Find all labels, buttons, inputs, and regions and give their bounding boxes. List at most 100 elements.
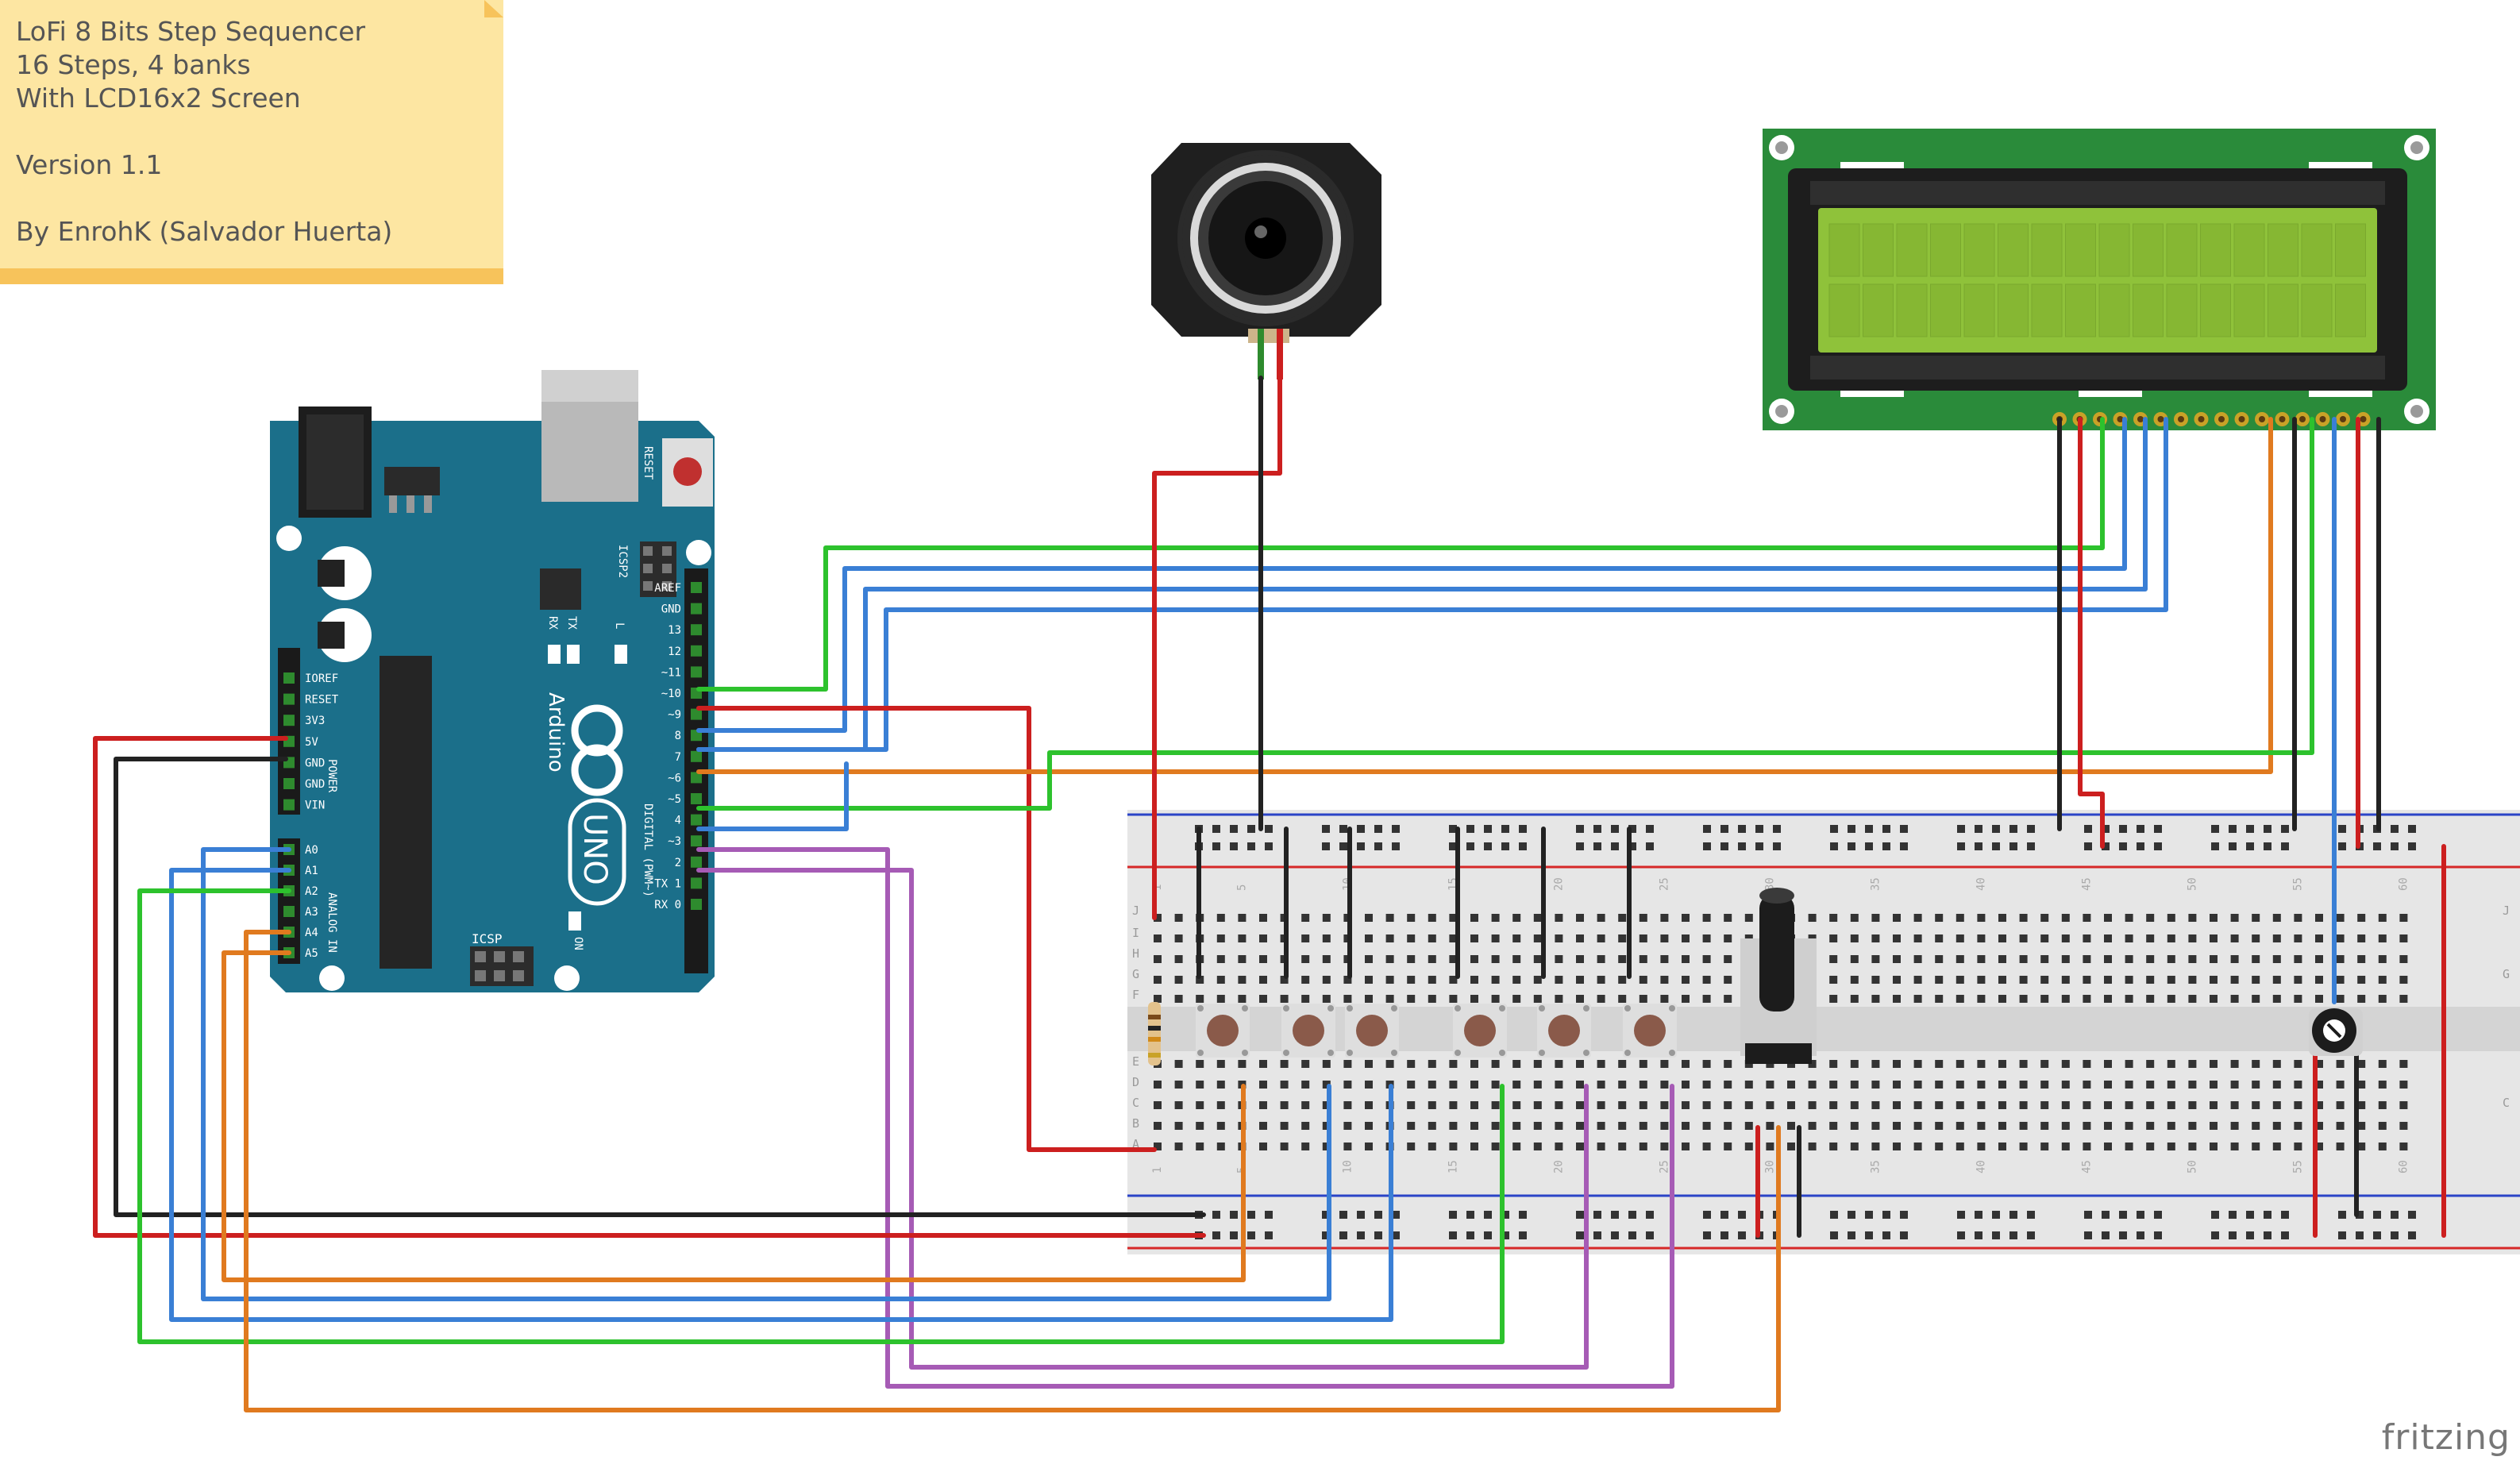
breadboard-hole	[1174, 1101, 1183, 1109]
breadboard-hole	[1956, 1122, 1964, 1130]
breadboard-hole	[1977, 914, 1986, 922]
breadboard-hole	[1893, 914, 1901, 922]
breadboard-hole	[1259, 955, 1267, 963]
breadboard-hole	[1322, 976, 1331, 984]
breadboard-hole	[1470, 955, 1478, 963]
breadboard-hole	[1618, 1081, 1627, 1089]
tx-led	[567, 645, 580, 664]
row-letter-c: C	[1132, 1096, 1139, 1110]
breadboard-hole	[2336, 1122, 2345, 1130]
rail-hole	[1374, 842, 1382, 850]
breadboard-hole	[1977, 934, 1986, 942]
breadboard-hole	[1512, 1101, 1521, 1109]
breadboard-hole	[1301, 914, 1310, 922]
breadboard-hole	[1174, 995, 1183, 1003]
breadboard-hole	[1238, 955, 1247, 963]
column-number: 20	[1552, 1160, 1565, 1173]
arduino-logo-text: Arduino	[544, 692, 568, 773]
rail-hole	[1392, 1231, 1400, 1239]
breadboard-hole	[1576, 934, 1584, 942]
breadboard-hole	[1259, 1101, 1267, 1109]
breadboard-hole	[1280, 1143, 1289, 1150]
wire-blue-d6-button	[696, 761, 849, 831]
breadboard-hole	[2378, 955, 2387, 963]
title-note: LoFi 8 Bits Step Sequencer 16 Steps, 4 b…	[0, 0, 503, 284]
breadboard-hole	[2378, 934, 2387, 942]
breadboard-hole	[1850, 976, 1859, 984]
rail-hole	[1339, 1211, 1347, 1219]
breadboard-components	[1148, 888, 2363, 1065]
breadboard-hole	[1174, 1081, 1183, 1089]
mount-hole-2	[686, 540, 711, 565]
rail-hole	[2281, 1211, 2289, 1219]
breadboard-hole	[2252, 1060, 2260, 1068]
resistor	[1148, 1002, 1161, 1065]
breadboard-hole	[2019, 1060, 2028, 1068]
breadboard-hole	[2357, 976, 2366, 984]
breadboard-hole	[1956, 1101, 1964, 1109]
breadboard-hole	[1829, 955, 1838, 963]
breadboard-hole	[1301, 934, 1310, 942]
breadboard-hole	[1787, 1101, 1795, 1109]
row-letter-j: J	[1132, 904, 1139, 918]
breadboard-hole	[2252, 1081, 2260, 1089]
breadboard-hole	[1512, 955, 1521, 963]
breadboard-hole	[2294, 914, 2302, 922]
breadboard-hole	[2146, 1060, 2155, 1068]
power-pin	[283, 799, 295, 811]
breadboard-hole	[1576, 955, 1584, 963]
breadboard-hole	[2125, 934, 2133, 942]
breadboard-hole	[2230, 914, 2239, 922]
breadboard-hole	[1428, 1143, 1436, 1150]
breadboard-hole	[2040, 934, 2049, 942]
breadboard-hole	[1618, 976, 1627, 984]
power-pin	[283, 693, 295, 705]
lcd-character-cell	[2233, 223, 2265, 277]
rail-hole	[2246, 1231, 2254, 1239]
trimmer-potentiometer	[2309, 1008, 2363, 1056]
breadboard-hole	[2188, 1060, 2197, 1068]
breadboard-hole	[1407, 955, 1416, 963]
icsp-header	[470, 946, 534, 986]
breadboard-hole	[1174, 934, 1183, 942]
rail-hole	[1848, 825, 1855, 833]
breadboard-hole	[1470, 1143, 1478, 1150]
reset-label: RESET	[642, 446, 654, 480]
rail-hole	[2119, 1211, 2127, 1219]
rail-hole	[1519, 1231, 1527, 1239]
rail-hole	[1265, 1231, 1273, 1239]
column-number: 50	[2186, 1160, 2198, 1173]
breadboard-hole	[1428, 955, 1436, 963]
breadboard-hole	[2294, 995, 2302, 1003]
breadboard-holes	[1154, 825, 2416, 1239]
breadboard-hole	[2357, 1122, 2366, 1130]
breadboard-hole	[1154, 955, 1162, 963]
breadboard-hole	[1702, 1143, 1711, 1150]
breadboard-hole	[1618, 914, 1627, 922]
breadboard-hole	[1618, 1143, 1627, 1150]
tx-label: TX	[565, 616, 578, 630]
breadboard-hole	[1555, 976, 1563, 984]
breadboard-hole	[1618, 955, 1627, 963]
breadboard-hole	[1365, 1101, 1373, 1109]
digital-pin-label: AREF	[654, 582, 681, 595]
rail-hole	[1484, 1231, 1492, 1239]
breadboard-hole	[2230, 934, 2239, 942]
rail-hole	[1449, 1211, 1457, 1219]
breadboard-hole	[2146, 1122, 2155, 1130]
breadboard-hole	[1893, 1122, 1901, 1130]
rail-hole	[2281, 825, 2289, 833]
breadboard-hole	[1702, 1060, 1711, 1068]
breadboard-hole	[2336, 1060, 2345, 1068]
wire-blue-d10-lcd-1	[696, 417, 2127, 733]
breadboard-hole	[1238, 995, 1247, 1003]
power-pin-label: VIN	[305, 800, 325, 812]
analog-pin	[283, 906, 295, 917]
breadboard-hole	[2315, 1101, 2323, 1109]
breadboard-hole	[1449, 1143, 1458, 1150]
breadboard-hole	[2272, 1143, 2281, 1150]
breadboard-hole	[1744, 1081, 1753, 1089]
breadboard-hole	[2019, 1081, 2028, 1089]
breadboard-hole	[2252, 955, 2260, 963]
breadboard-hole	[1216, 934, 1225, 942]
